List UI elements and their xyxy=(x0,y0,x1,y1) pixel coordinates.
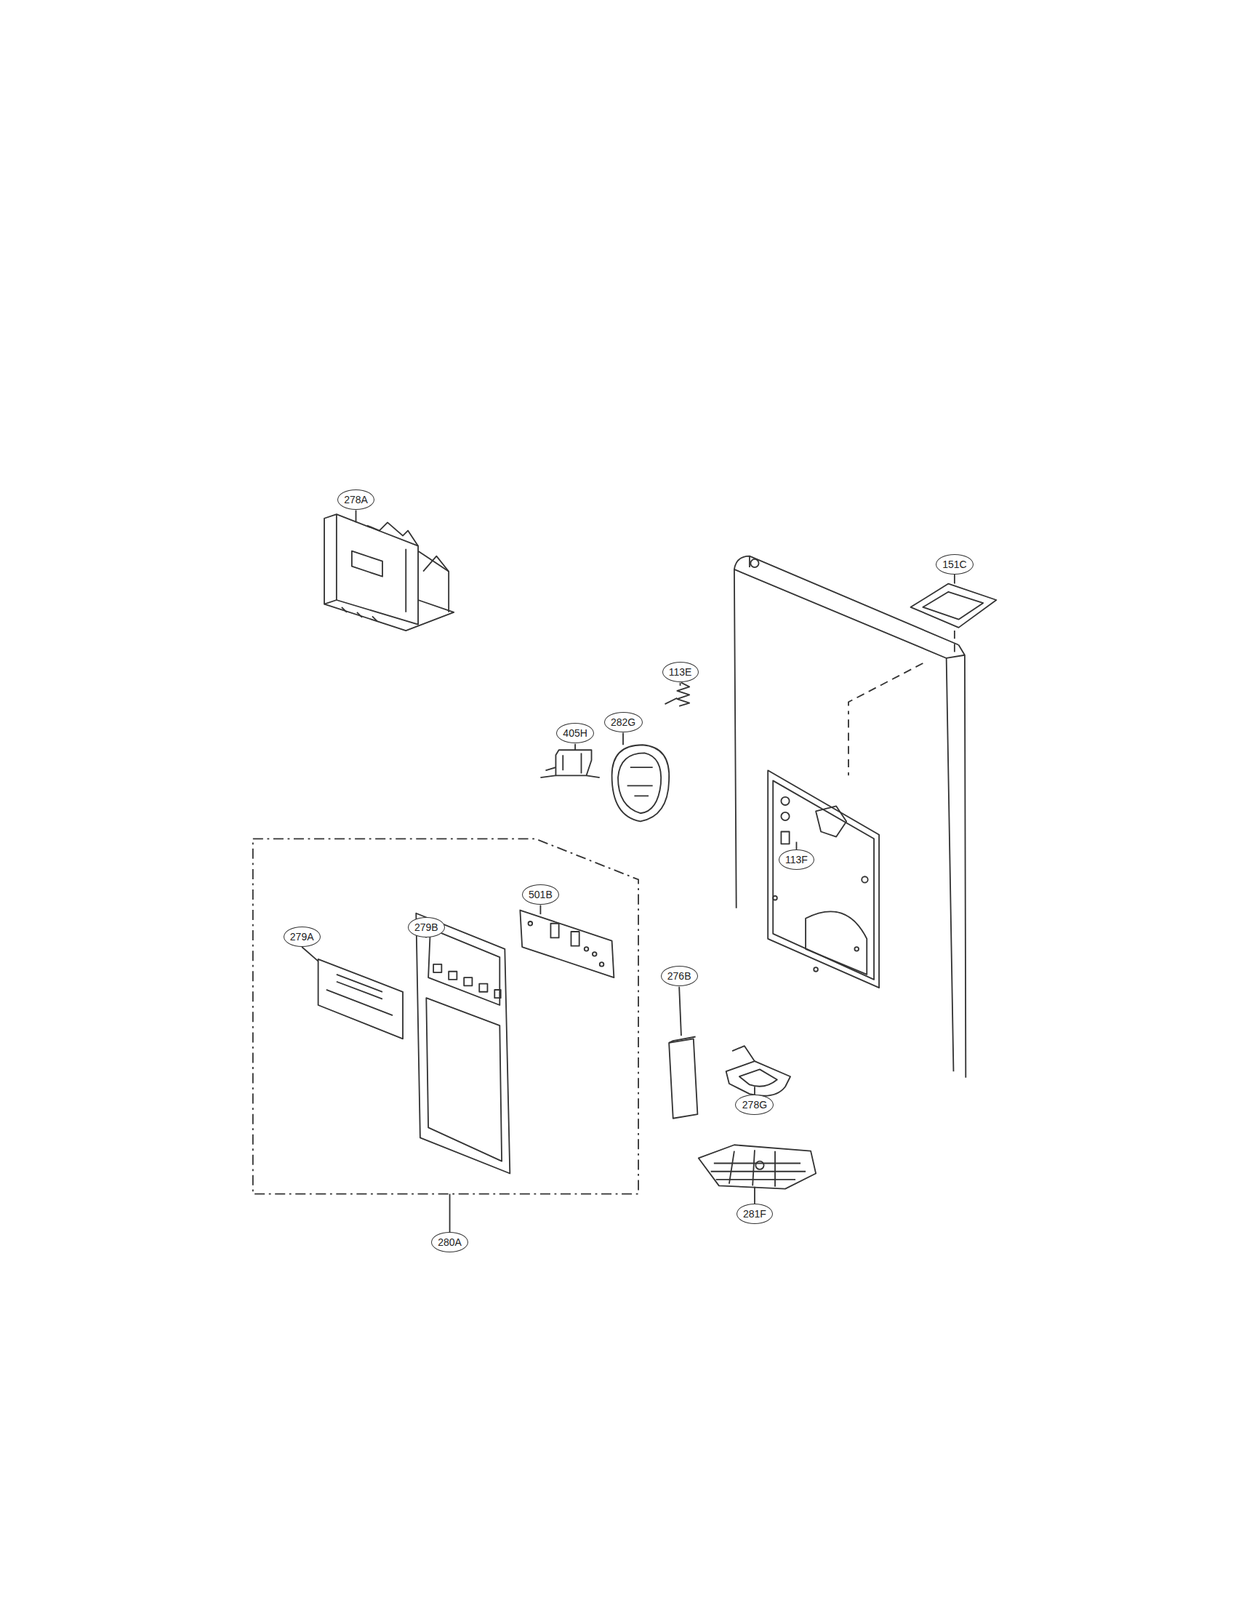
callout-number: 113F xyxy=(778,849,815,870)
leader-line xyxy=(679,986,682,1036)
frame-part xyxy=(415,913,510,1174)
callout-text: 282G xyxy=(610,716,636,728)
leader-line xyxy=(796,841,798,850)
callout-text: 113E xyxy=(668,665,693,678)
leader-line xyxy=(753,1086,756,1095)
leader-line xyxy=(574,743,576,750)
leader-line xyxy=(953,574,956,584)
callout-number: 278G xyxy=(735,1094,774,1115)
callout-number: 282G xyxy=(604,711,643,733)
leader-line xyxy=(355,510,357,523)
callout-text: 279A xyxy=(290,930,315,943)
bracket-part xyxy=(324,514,454,631)
leader-line xyxy=(301,946,318,962)
callout-number: 279A xyxy=(283,926,321,947)
callout-number: 501B xyxy=(522,884,560,905)
display-plate xyxy=(318,958,403,1039)
callout-number: 279B xyxy=(407,916,445,938)
callout-text: 113F xyxy=(785,853,808,866)
callout-number: 151C xyxy=(935,554,974,575)
leader-line xyxy=(679,682,682,686)
callout-text: 278G xyxy=(742,1098,768,1111)
spring-part xyxy=(665,682,690,706)
gasket-part xyxy=(911,583,997,628)
leader-line xyxy=(622,732,624,745)
callout-text: 279B xyxy=(414,921,439,933)
grille-part xyxy=(698,1144,816,1189)
leader-line xyxy=(753,1186,756,1205)
switch-part xyxy=(540,749,600,778)
callout-text: 405H xyxy=(562,727,587,739)
callout-text: 276B xyxy=(667,969,692,982)
cap-part xyxy=(612,744,670,821)
callout-number: 113E xyxy=(662,661,699,682)
callout-number: 405H xyxy=(556,722,595,744)
callout-text: 280A xyxy=(437,1236,462,1248)
dashed-leader xyxy=(848,630,955,776)
callout-text: 278A xyxy=(343,493,368,506)
callout-number: 278A xyxy=(337,489,375,510)
door-outline xyxy=(734,556,966,1078)
pcb-part xyxy=(519,910,614,978)
group-bracket xyxy=(253,838,639,1194)
leader-line xyxy=(539,905,541,915)
paddle-part xyxy=(668,1036,698,1119)
callout-text: 501B xyxy=(528,888,553,901)
callout-number: 280A xyxy=(431,1231,469,1252)
callout-text: 151C xyxy=(942,558,967,571)
callout-number: 281F xyxy=(736,1203,773,1224)
leader-line xyxy=(449,1193,451,1233)
callout-number: 276B xyxy=(660,965,698,986)
callout-text: 281F xyxy=(743,1207,767,1220)
funnel-part xyxy=(726,1045,791,1096)
